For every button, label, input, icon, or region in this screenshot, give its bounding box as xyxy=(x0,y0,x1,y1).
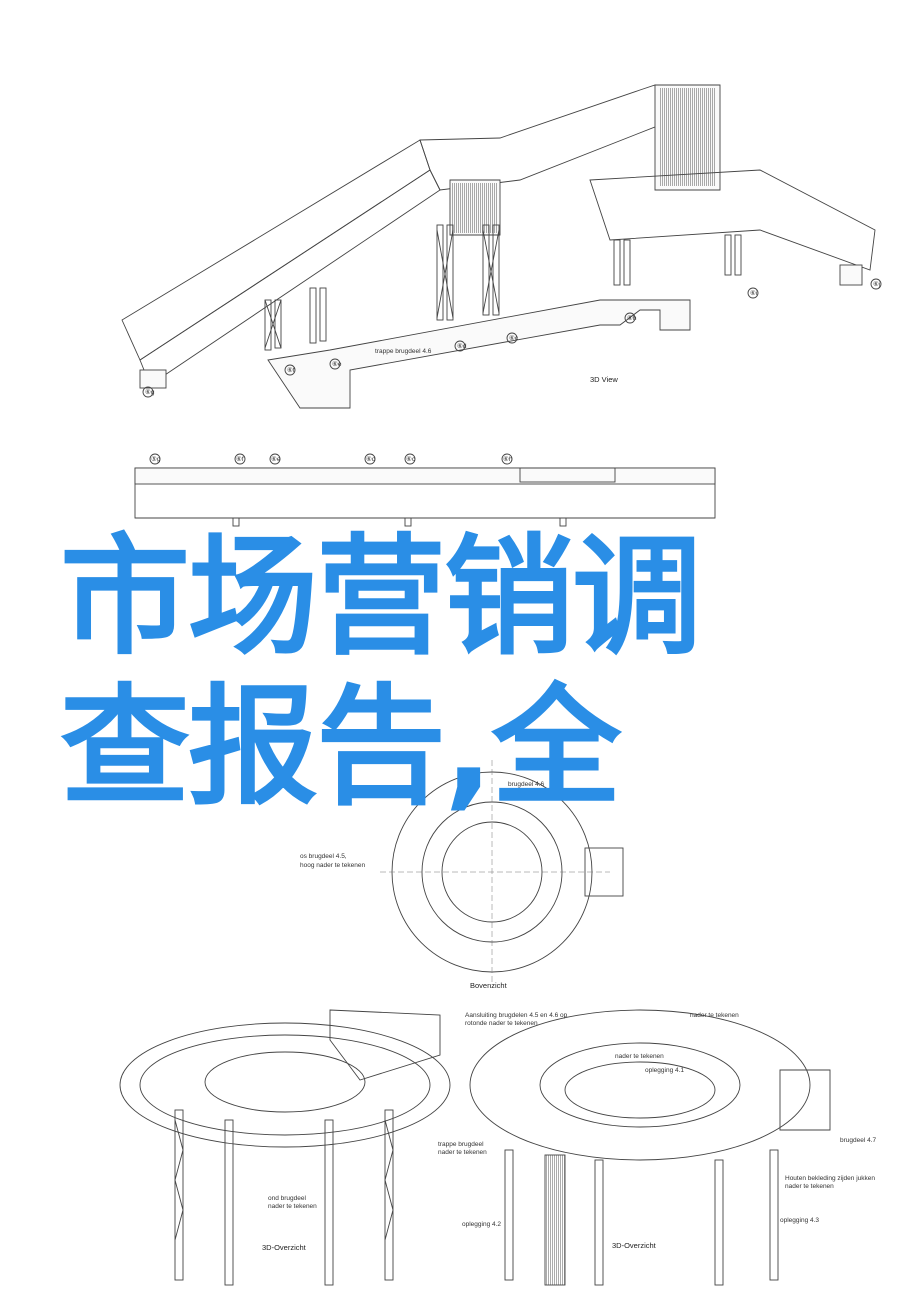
overzicht-right-caption: 3D-Overzicht xyxy=(612,1241,657,1250)
overzicht-left-label-b-1: ond brugdeel xyxy=(268,1195,307,1202)
pillar-markers: ⑥g ⑥f ⑥e ⑥d ⑥c ⑥h ⑥i ⑥j xyxy=(142,278,882,398)
truss-columns xyxy=(174,1109,394,1286)
marker-text: ⑥h xyxy=(503,455,513,463)
overzicht-right: Aansluiting brugdelen 4.5 en 4.6 op roto… xyxy=(462,1009,877,1286)
overzicht-right-header-1: Aansluiting brugdelen 4.5 en 4.6 op xyxy=(465,1012,568,1019)
marker-text: ⑥j xyxy=(873,280,880,288)
marker-text: ⑥c xyxy=(509,334,519,342)
overzicht-left-label-a-2: nader te tekenen xyxy=(438,1149,487,1156)
marker-text: ⑥h xyxy=(627,314,637,322)
oplegging-c-label: oplegging 4.3 xyxy=(780,1217,819,1224)
bridge-3d-view: ⑥g ⑥f ⑥e ⑥d ⑥c ⑥h ⑥i ⑥j trappe brugdeel … xyxy=(121,84,882,409)
overzicht-right-header-2: rotonde nader te tekenen xyxy=(465,1020,538,1027)
overzicht-right-nader-a: nader te tekenen xyxy=(690,1012,739,1019)
overzicht-left-caption: 3D-Overzicht xyxy=(262,1243,307,1252)
elevation-grid-markers: ⑤g ⑥f ⑥e ⑥d ⑥c ⑥h xyxy=(149,453,513,465)
view-note: trappe brugdeel 4.6 xyxy=(375,348,432,355)
marker-text: ⑤g xyxy=(151,455,161,463)
oplegging-a-label: oplegging 4.1 xyxy=(645,1067,684,1074)
foundation-right xyxy=(839,264,863,286)
marker-text: ⑥e xyxy=(271,455,281,463)
marker-text: ⑥e xyxy=(332,360,342,368)
hoge-label-2: nader te tekenen xyxy=(785,1183,834,1190)
overzicht-left: trappe brugdeel nader te tekenen ond bru… xyxy=(119,1009,487,1286)
hoge-label-1: Houten bekleding zijden jukken xyxy=(785,1175,875,1182)
plan-caption: Bovenzicht xyxy=(470,981,508,990)
marker-text: ⑥g xyxy=(145,388,155,396)
marker-text: ⑥d xyxy=(366,455,376,463)
marker-text: ⑥i xyxy=(750,289,757,297)
overlay-title-line-2: 查报告,全 xyxy=(60,671,621,823)
support-columns-right xyxy=(504,1149,779,1286)
ramp-upper xyxy=(419,84,661,191)
marker-text: ⑥f xyxy=(236,455,244,463)
bridge-elevation: ⑤g ⑥f ⑥e ⑥d ⑥c ⑥h xyxy=(134,453,716,527)
plan-label-top-1: brugdeel 4.6 xyxy=(508,781,545,788)
brugdeel-label: brugdeel 4.7 xyxy=(840,1137,877,1144)
oplegging-b-label: oplegging 4.2 xyxy=(462,1221,501,1228)
plan-label-left-2: hoog nader te tekenen xyxy=(300,862,365,869)
overzicht-left-label-b-2: nader te tekenen xyxy=(268,1203,317,1210)
marker-text: ⑥f xyxy=(287,366,295,374)
marker-text: ⑥d xyxy=(457,342,467,350)
stair-flight xyxy=(329,1009,441,1081)
foundation-left xyxy=(139,369,167,389)
overlay-title-line-1: 市场营销调 xyxy=(60,521,702,673)
view-caption: 3D View xyxy=(590,375,618,384)
plan-view: brugdeel 4.6 hoog nader te tekenen os br… xyxy=(300,760,624,990)
overzicht-right-nader-b: nader te tekenen xyxy=(615,1053,664,1060)
overzicht-left-label-a-1: trappe brugdeel xyxy=(438,1141,484,1148)
ramp-left-outer xyxy=(121,139,431,361)
ramp-right xyxy=(589,169,876,271)
marker-text: ⑥c xyxy=(406,455,416,463)
support-columns xyxy=(264,224,742,351)
plan-label-top-2: hoog nader te tekenen xyxy=(508,790,573,797)
bridge-spur xyxy=(779,1069,831,1131)
plan-label-left-1: os brugdeel 4.5, xyxy=(300,853,347,860)
ground-slab xyxy=(267,299,691,409)
